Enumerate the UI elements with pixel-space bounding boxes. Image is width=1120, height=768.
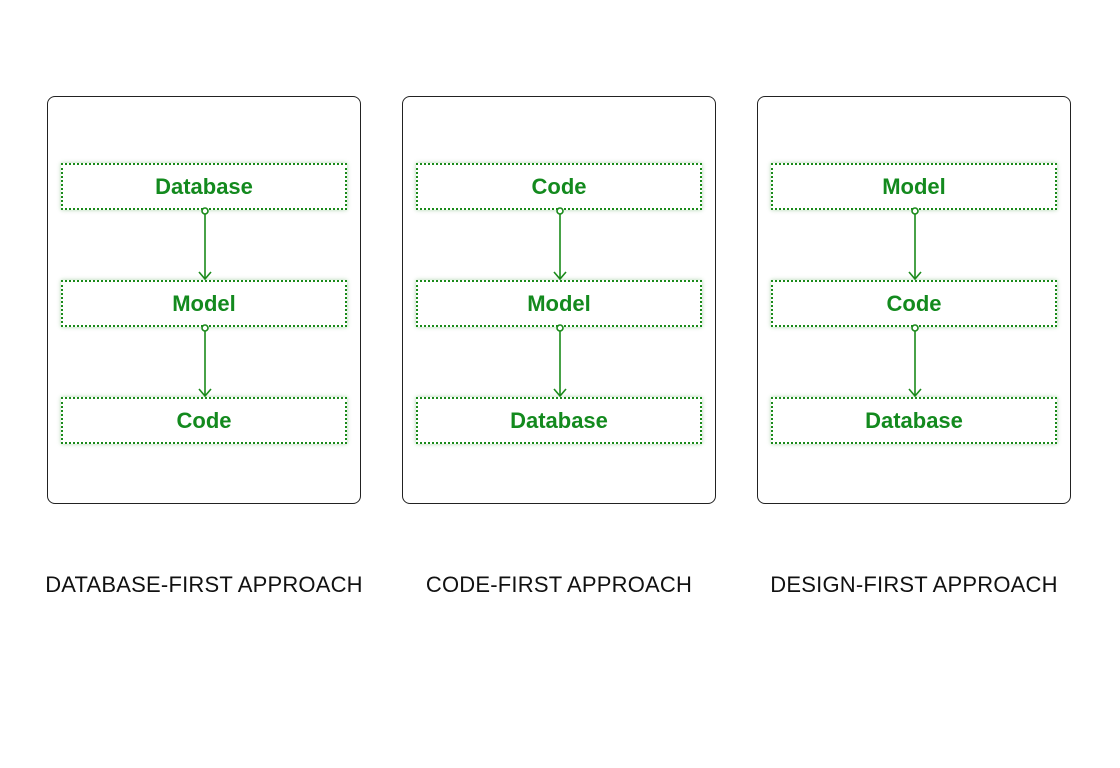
node-code: Code xyxy=(416,163,702,210)
node-database: Database xyxy=(416,397,702,444)
panel-design-first: Model Code Database xyxy=(757,96,1071,504)
node-code: Code xyxy=(771,280,1057,327)
arrow-2 xyxy=(908,324,922,398)
arrow-1 xyxy=(198,207,212,281)
panel-database-first: Database Model Code xyxy=(47,96,361,504)
node-model: Model xyxy=(61,280,347,327)
arrow-2 xyxy=(198,324,212,398)
caption-database-first: DATABASE-FIRST APPROACH xyxy=(45,572,363,597)
panel-code-first: Code Model Database xyxy=(402,96,716,504)
node-database: Database xyxy=(61,163,347,210)
node-code: Code xyxy=(61,397,347,444)
caption-code-first: CODE-FIRST APPROACH xyxy=(425,572,693,597)
node-model: Model xyxy=(416,280,702,327)
node-model: Model xyxy=(771,163,1057,210)
arrow-1 xyxy=(553,207,567,281)
caption-design-first: DESIGN-FIRST APPROACH xyxy=(770,572,1058,597)
node-database: Database xyxy=(771,397,1057,444)
arrow-1 xyxy=(908,207,922,281)
arrow-2 xyxy=(553,324,567,398)
